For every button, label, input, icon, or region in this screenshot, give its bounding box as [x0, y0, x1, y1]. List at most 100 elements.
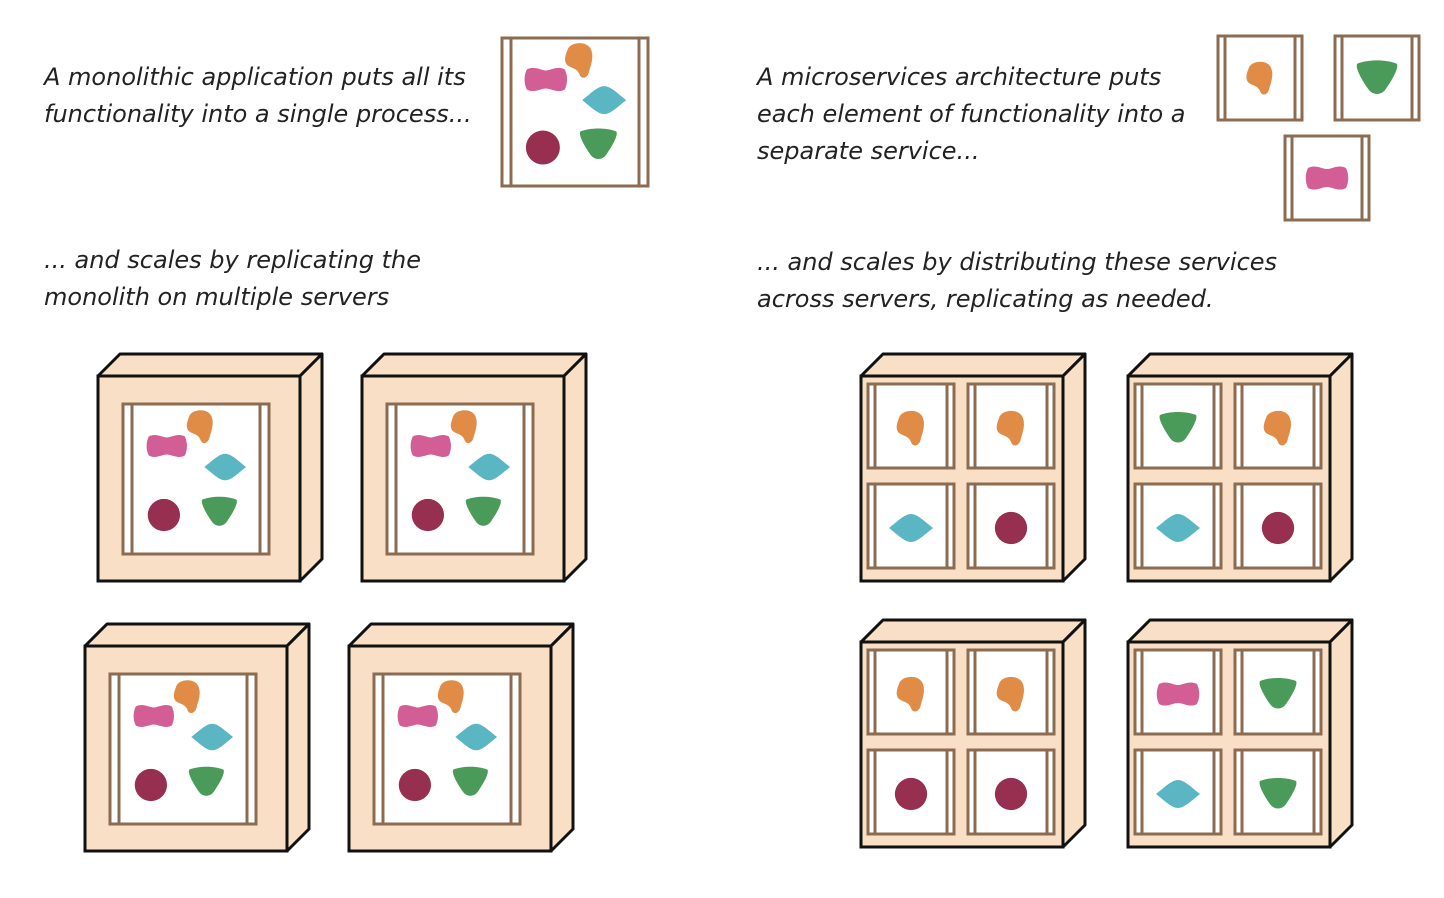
microservices-caption-line-3: separate service...: [757, 137, 980, 165]
server-top: [360, 352, 588, 378]
monolith-server-group: [83, 352, 588, 853]
microservices-scaling-caption-line-2: across servers, replicating as needed.: [757, 285, 1214, 313]
microservice-frame: [1333, 34, 1421, 122]
green-shape-icon: [1259, 778, 1297, 809]
orange-shape-icon: [1263, 410, 1291, 446]
microservice-frame: [1233, 748, 1323, 836]
microservice-frame: [1133, 482, 1223, 570]
microservice-frame: [866, 482, 956, 570]
microservices-caption: A microservices architecture puts each e…: [757, 59, 1186, 170]
maroon-shape-icon: [1261, 511, 1295, 545]
server-side: [549, 622, 575, 853]
maroon-shape-icon: [994, 511, 1028, 545]
monolith-scaling-caption: ... and scales by replicating the monoli…: [44, 242, 421, 316]
microservice-frame: [966, 482, 1056, 570]
microservice-frame: [1133, 748, 1223, 836]
orange-shape-icon: [896, 410, 924, 446]
teal-shape-icon: [1156, 780, 1200, 808]
teal-shape-icon: [191, 723, 234, 751]
pink-shape-icon: [1156, 682, 1200, 706]
microservice-frame: [1233, 648, 1323, 736]
green-shape-icon: [465, 496, 501, 526]
server-top: [83, 622, 311, 648]
pink-shape-icon: [524, 67, 568, 91]
orange-shape-icon: [450, 410, 477, 444]
maroon-shape-icon: [525, 130, 560, 165]
orange-shape-icon: [186, 410, 213, 444]
monolith-caption-line-1: A monolithic application puts all its: [44, 63, 466, 91]
server-side: [562, 352, 588, 583]
server-top: [96, 352, 324, 378]
server-side: [1328, 352, 1354, 583]
pink-shape-icon: [397, 705, 438, 727]
microservice-frame: [1216, 34, 1304, 122]
microservice-processes: [1216, 34, 1421, 222]
monolith-server: [360, 352, 588, 583]
monolith-caption-line-2: functionality into a single process...: [44, 100, 472, 128]
server-top: [347, 622, 575, 648]
server-side: [285, 622, 311, 853]
microservice-frame: [1233, 382, 1323, 470]
microservices-server: [1126, 618, 1354, 849]
orange-shape-icon: [996, 676, 1024, 712]
maroon-shape-icon: [398, 768, 432, 802]
microservice-frame: [966, 648, 1056, 736]
orange-shape-icon: [896, 676, 924, 712]
monolith-server: [347, 622, 575, 853]
green-shape-icon: [1356, 60, 1398, 94]
maroon-shape-icon: [894, 777, 928, 811]
teal-shape-icon: [455, 723, 498, 751]
microservices-scaling-caption: ... and scales by distributing these ser…: [757, 244, 1277, 318]
green-shape-icon: [188, 766, 224, 796]
green-shape-icon: [1159, 412, 1197, 443]
teal-shape-icon: [468, 453, 511, 481]
microservice-frame: [866, 648, 956, 736]
monolith-process: [500, 36, 650, 188]
microservice-frame: [1283, 134, 1371, 222]
maroon-shape-icon: [134, 768, 168, 802]
microservice-frame: [1133, 648, 1223, 736]
server-top: [1126, 618, 1354, 644]
microservices-scaling-caption-line-1: ... and scales by distributing these ser…: [757, 248, 1278, 276]
orange-shape-icon: [173, 680, 200, 714]
teal-shape-icon: [1156, 514, 1200, 542]
orange-shape-icon: [1246, 61, 1273, 95]
microservices-server: [859, 618, 1087, 849]
server-side: [298, 352, 324, 583]
maroon-shape-icon: [994, 777, 1028, 811]
server-side: [1328, 618, 1354, 849]
monolith-server: [83, 622, 311, 853]
microservice-frame: [966, 748, 1056, 836]
pink-shape-icon: [146, 435, 187, 457]
monolith-scaling-caption-line-1: ... and scales by replicating the: [44, 246, 421, 274]
teal-shape-icon: [582, 86, 627, 115]
orange-shape-icon: [565, 43, 593, 78]
green-shape-icon: [452, 766, 488, 796]
maroon-shape-icon: [147, 498, 181, 532]
pink-shape-icon: [410, 435, 451, 457]
orange-shape-icon: [437, 680, 464, 714]
microservice-frame: [966, 382, 1056, 470]
pink-shape-icon: [133, 705, 174, 727]
green-shape-icon: [201, 496, 237, 526]
teal-shape-icon: [204, 453, 247, 481]
green-shape-icon: [1259, 678, 1297, 709]
microservices-server: [1126, 352, 1354, 583]
microservices-caption-line-2: each element of functionality into a: [757, 100, 1186, 128]
monolith-caption: A monolithic application puts all its fu…: [44, 59, 472, 133]
server-side: [1061, 618, 1087, 849]
teal-shape-icon: [889, 514, 933, 542]
green-shape-icon: [579, 128, 617, 160]
maroon-shape-icon: [411, 498, 445, 532]
server-top: [859, 352, 1087, 378]
microservice-frame: [866, 382, 956, 470]
orange-shape-icon: [996, 410, 1024, 446]
pink-shape-icon: [1305, 166, 1349, 190]
server-side: [1061, 352, 1087, 583]
monolith-server: [96, 352, 324, 583]
microservices-caption-line-1: A microservices architecture puts: [757, 63, 1162, 91]
microservices-server: [859, 352, 1087, 583]
microservices-server-group: [859, 352, 1354, 849]
server-top: [1126, 352, 1354, 378]
